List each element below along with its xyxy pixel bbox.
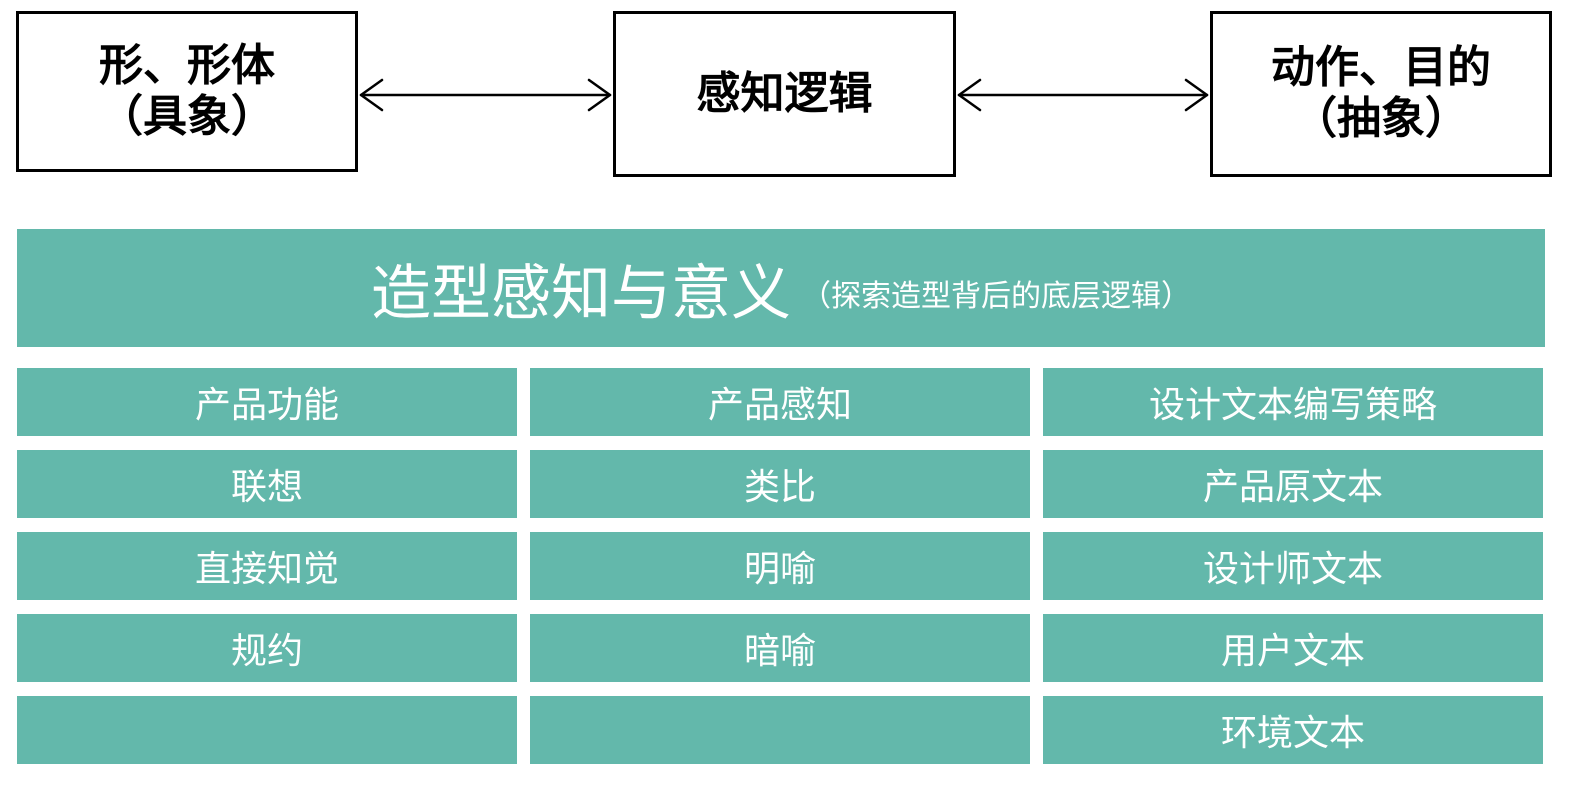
banner-title: 造型感知与意义 [371,258,791,329]
concrete-form-box: 形、形体 （具象） [16,11,358,172]
concrete-form-label: 形、形体 [99,39,275,91]
column-header-product-perception: 产品感知 [530,368,1030,436]
abstract-action-label: 动作、目的 [1271,42,1491,94]
column-header-text-strategy: 设计文本编写策略 [1043,368,1543,436]
abstract-action-box: 动作、目的 （抽象） [1210,11,1552,177]
abstract-action-sublabel: （抽象） [1293,93,1469,144]
grid-cell: 设计师文本 [1043,532,1543,600]
grid-cell: 联想 [17,450,517,518]
grid-cell: 环境文本 [1043,696,1543,764]
right-double-arrow [957,78,1209,112]
concrete-form-sublabel: （具象） [99,90,275,142]
grid-cell-empty [530,696,1030,764]
grid-cell-empty [17,696,517,764]
perception-logic-label: 感知逻辑 [696,67,873,119]
grid-cell: 用户文本 [1043,614,1543,682]
grid-cell: 直接知觉 [17,532,517,600]
perception-logic-box: 感知逻辑 [613,11,956,177]
banner-subtitle: （探索造型背后的底层逻辑） [801,279,1191,314]
grid-cell: 产品原文本 [1043,450,1543,518]
grid-cell: 暗喻 [530,614,1030,682]
grid-cell: 规约 [17,614,517,682]
grid-cell: 明喻 [530,532,1030,600]
grid-cell: 类比 [530,450,1030,518]
left-double-arrow [359,78,612,112]
title-banner: 造型感知与意义 （探索造型背后的底层逻辑） [17,229,1545,347]
column-header-product-function: 产品功能 [17,368,517,436]
